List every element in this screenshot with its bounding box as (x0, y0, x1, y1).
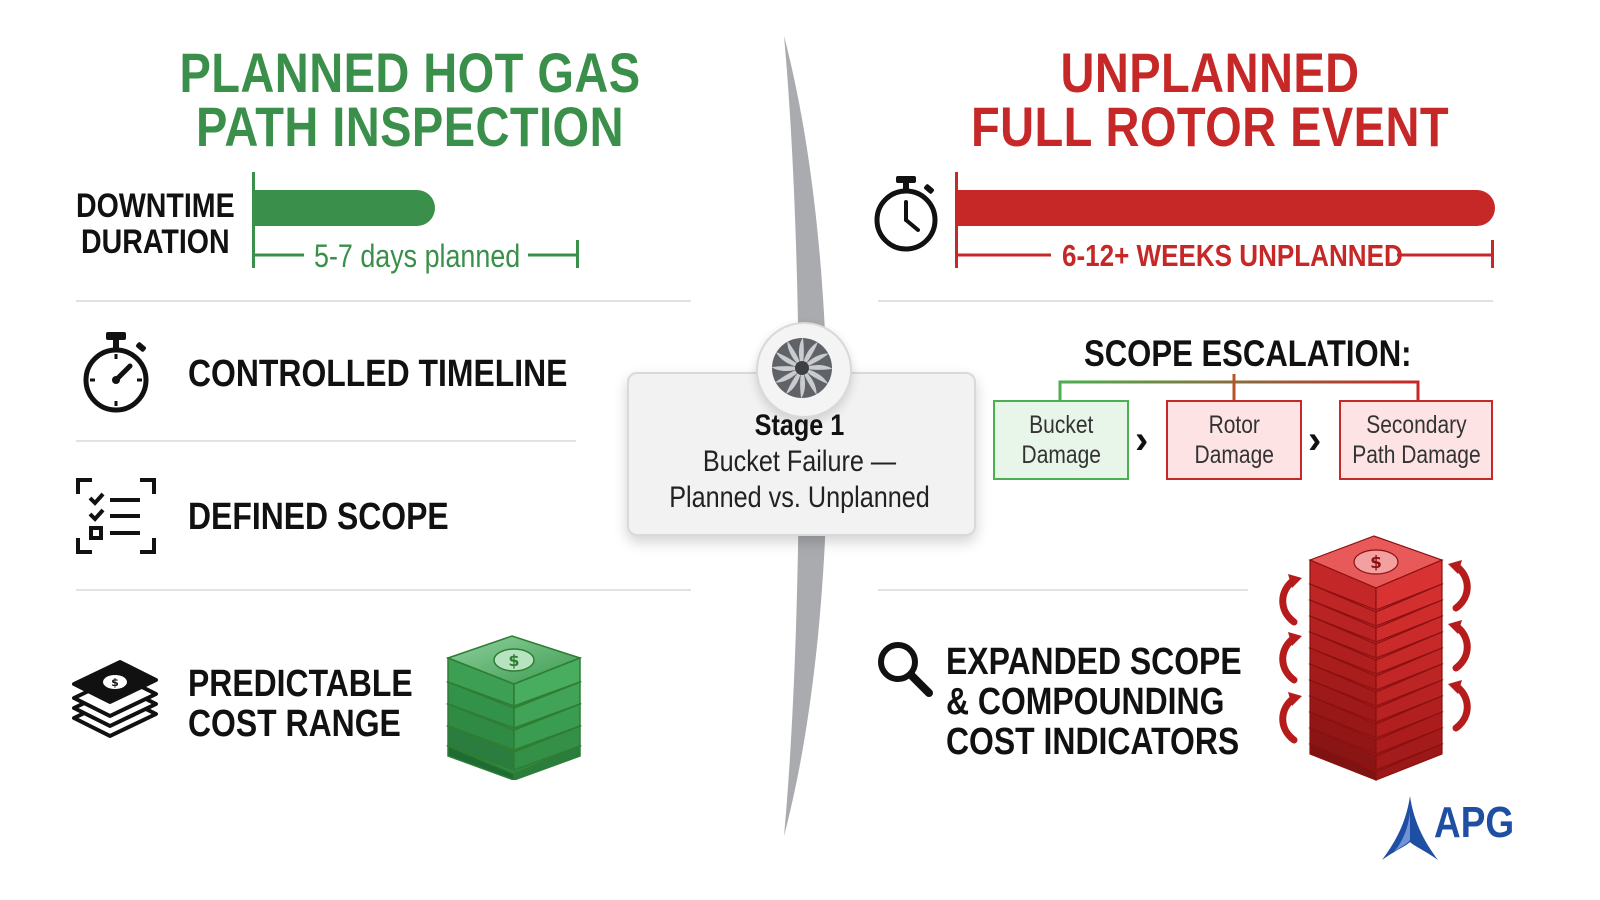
scope-step-bucket: Bucket Damage (993, 400, 1129, 480)
left-divider-1 (76, 300, 691, 302)
chevron-right-icon: › (1135, 418, 1149, 462)
right-divider-1 (878, 300, 1493, 302)
scope-step-secondary: Secondary Path Damage (1339, 400, 1493, 480)
chevron-right-icon: › (1308, 418, 1322, 462)
scope-escalation-title: SCOPE ESCALATION: (1084, 333, 1412, 374)
unplanned-downtime-bar (955, 172, 1495, 268)
left-divider-2 (76, 440, 576, 442)
defined-scope-label: DEFINED SCOPE (188, 496, 449, 538)
compounding-cost-label: EXPANDED SCOPE & COMPOUNDING COST INDICA… (946, 641, 1242, 763)
planned-downtime-bar (252, 172, 579, 268)
unplanned-title: UNPLANNED FULL ROTOR EVENT (970, 41, 1450, 158)
apg-logo-mark (1382, 796, 1438, 860)
unplanned-downtime-text: 6-12+ WEEKS UNPLANNED (1062, 238, 1403, 273)
apg-logo-text: APG (1434, 798, 1515, 847)
right-divider-2 (878, 589, 1248, 591)
planned-title: PLANNED HOT GAS PATH INSPECTION (179, 41, 641, 158)
scope-connector (1058, 374, 1420, 402)
turbine-icon (771, 337, 833, 399)
downtime-label: DOWNTIME DURATION (76, 187, 235, 261)
stage-label: Stage 1 (754, 409, 845, 442)
timer-icon (874, 176, 938, 252)
red-money-stack-icon: $ (1279, 535, 1471, 781)
search-icon (878, 642, 933, 697)
green-money-stack-icon: $ (445, 635, 583, 780)
stopwatch-icon (83, 332, 149, 413)
cash-stack-icon: $ (72, 660, 158, 738)
svg-text:$: $ (1370, 553, 1382, 573)
planned-downtime-text: 5-7 days planned (314, 238, 521, 274)
predictable-cost-label: PREDICTABLE COST RANGE (188, 663, 413, 745)
checklist-icon (76, 478, 156, 554)
svg-text:$: $ (508, 651, 519, 670)
svg-text:$: $ (111, 676, 119, 689)
controlled-timeline-label: CONTROLLED TIMELINE (188, 353, 568, 395)
scope-step-rotor: Rotor Damage (1166, 400, 1302, 480)
center-card-text: Stage 1 Bucket Failure — Planned vs. Unp… (627, 408, 972, 516)
left-divider-3 (76, 589, 691, 591)
